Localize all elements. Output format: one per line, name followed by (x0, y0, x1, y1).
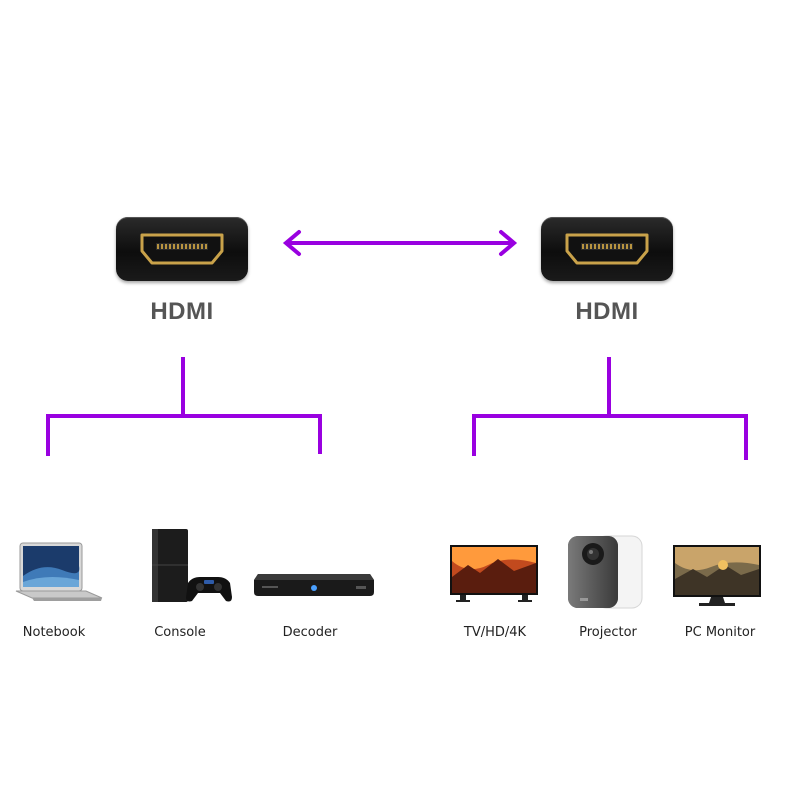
device-label-pc-monitor: PC Monitor (684, 625, 756, 640)
hdmi-label-left: HDMI (150, 298, 214, 325)
hdmi-connector-icon (565, 233, 649, 265)
bidirectional-arrow (282, 230, 518, 256)
hdmi-port-left (116, 217, 248, 281)
tv-icon (450, 545, 538, 602)
device-label-decoder: Decoder (282, 625, 338, 640)
projector-icon (568, 535, 643, 609)
device-label-tv: TV/HD/4K (463, 625, 527, 640)
hdmi-port-right (541, 217, 673, 281)
right-branch-lines (472, 357, 748, 460)
laptop-icon (15, 542, 103, 601)
game-console-icon (152, 529, 232, 602)
device-label-notebook: Notebook (22, 625, 86, 640)
device-label-projector: Projector (579, 625, 637, 640)
left-branch-lines (46, 357, 322, 456)
device-label-console: Console (154, 625, 206, 640)
decoder-box-icon (254, 574, 374, 596)
pc-monitor-icon (673, 545, 761, 606)
hdmi-label-right: HDMI (575, 298, 639, 325)
hdmi-connector-icon (140, 233, 224, 265)
